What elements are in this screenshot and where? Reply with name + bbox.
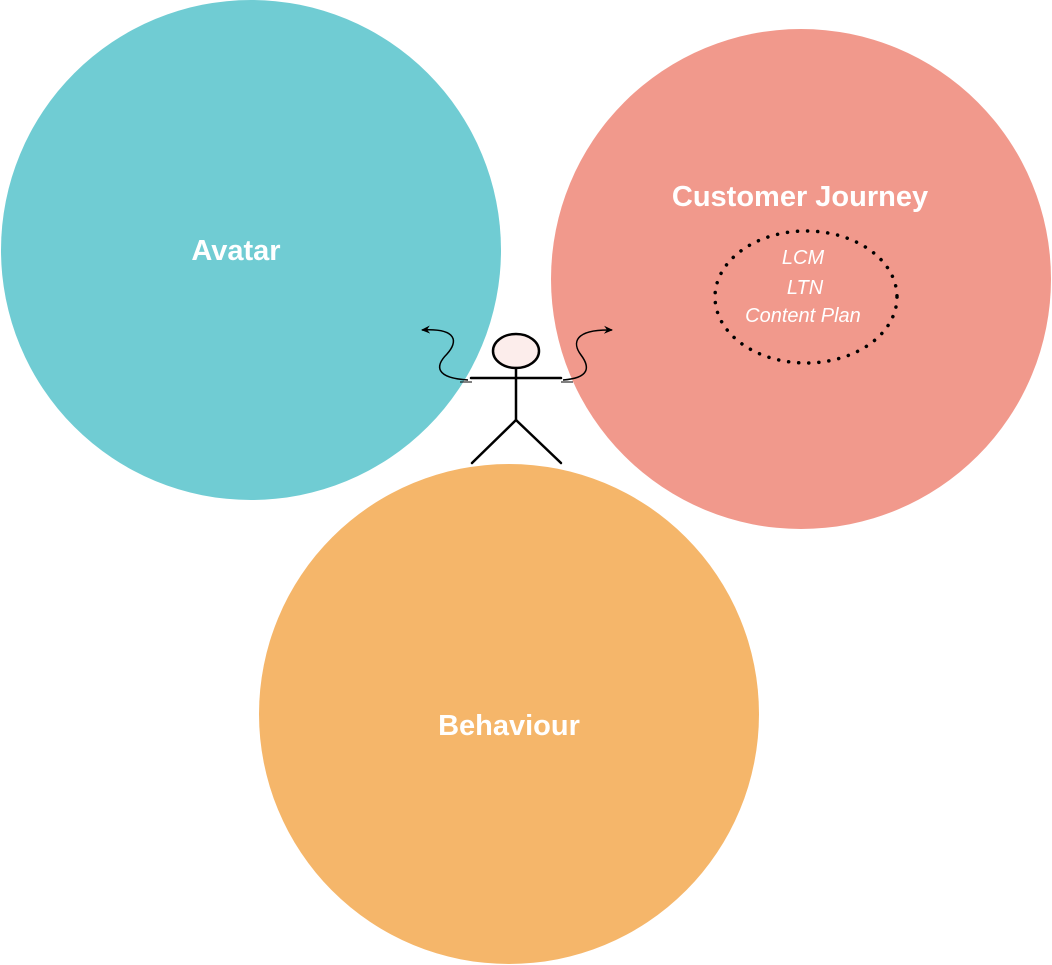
- dotted-ellipse: [713, 229, 899, 365]
- stick-figure-head: [491, 332, 541, 370]
- left-curved-arrow: [421, 325, 469, 381]
- behaviour-label: Behaviour: [438, 710, 580, 742]
- right-curved-arrow: [562, 325, 613, 381]
- avatar-circle: [1, 0, 501, 500]
- behaviour-circle: [259, 464, 759, 964]
- cj-item-lcm: LCM: [782, 247, 825, 269]
- customer-journey-label: Customer Journey: [672, 181, 928, 213]
- cj-item-ltn: LTN: [787, 277, 824, 299]
- customer-journey-circle: [551, 29, 1051, 529]
- stick-figure-icon: [469, 332, 563, 465]
- avatar-label: Avatar: [191, 235, 280, 267]
- cj-item-content-plan: Content Plan: [745, 305, 861, 327]
